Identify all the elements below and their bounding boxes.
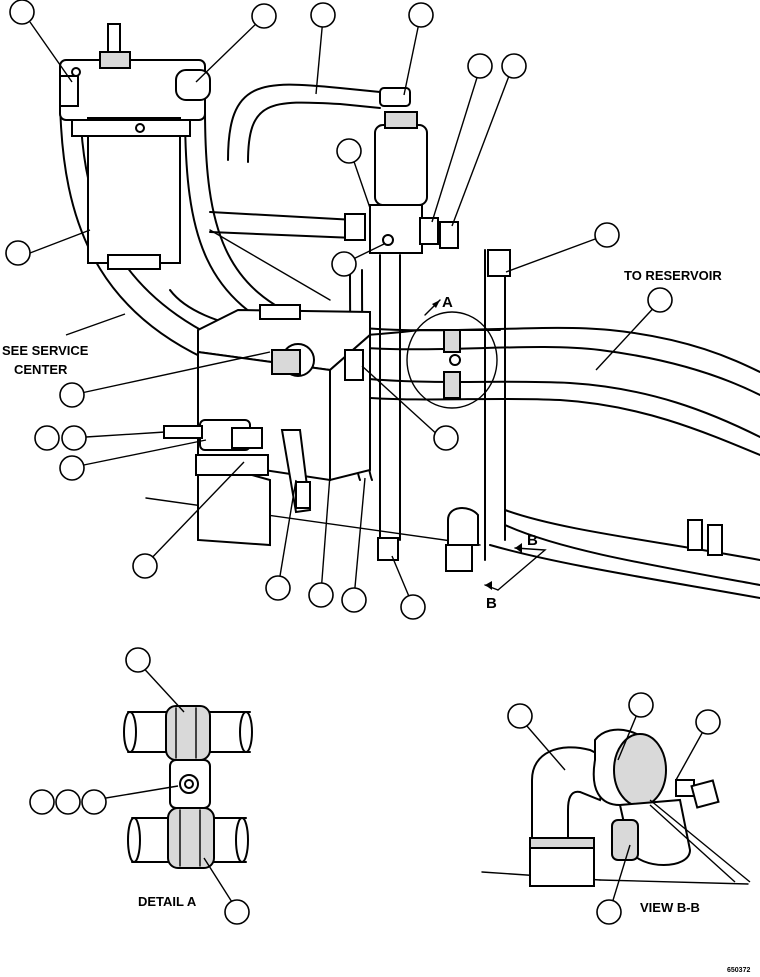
lower-body <box>163 419 312 547</box>
view-b-marker-1: B <box>527 532 538 549</box>
view-b-arrows <box>484 543 547 591</box>
detail-a-marker: A <box>442 294 453 311</box>
main-view: TO RESERVOIR SEE SERVICE CENTER A B B <box>2 0 760 620</box>
to-reservoir-label: TO RESERVOIR <box>624 268 722 283</box>
cylinder-valve <box>344 87 511 277</box>
figure-number: 650372 <box>727 967 750 974</box>
manifold-block <box>197 304 371 482</box>
detail-a-title: DETAIL A <box>138 894 197 909</box>
view-b-marker-2: B <box>486 595 497 612</box>
filter-assembly <box>59 23 211 270</box>
elbow-fittings <box>377 507 723 572</box>
detail-a-view: DETAIL A <box>29 647 253 925</box>
see-service-label-1: SEE SERVICE <box>2 343 89 358</box>
see-service-label-2: CENTER <box>14 362 68 377</box>
detail-a-indicator <box>406 299 498 409</box>
view-bb-title: VIEW B-B <box>640 900 700 915</box>
view-bb: VIEW B-B <box>481 692 751 925</box>
callouts-main <box>5 0 673 620</box>
